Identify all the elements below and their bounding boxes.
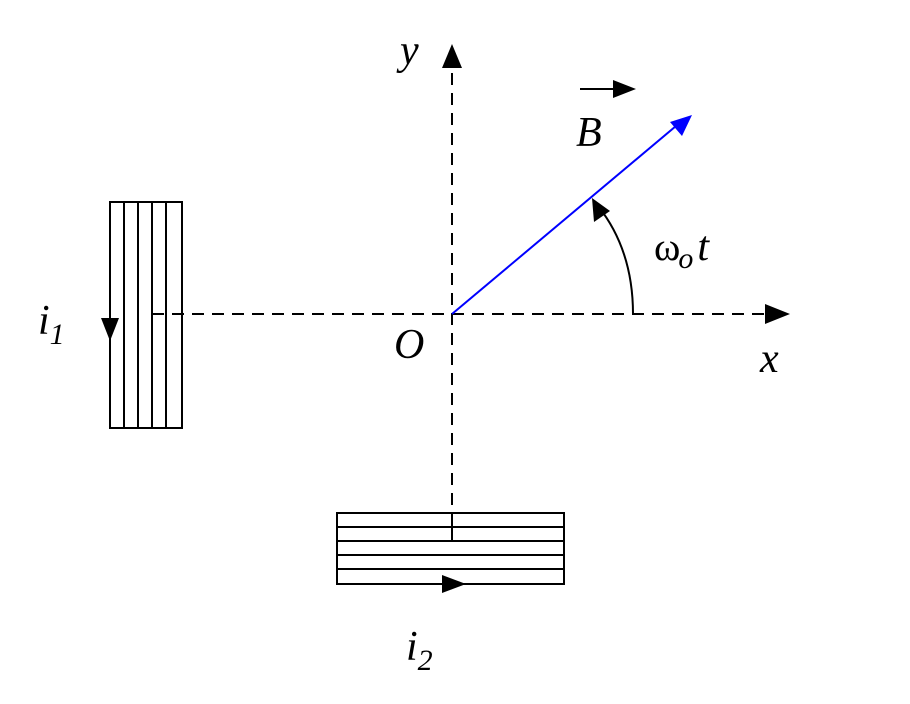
y-axis-label: y: [396, 28, 419, 74]
field-vector-arrowhead: [670, 115, 692, 136]
current-1-symbol: i: [38, 298, 50, 344]
y-axis-arrowhead: [442, 44, 462, 68]
omega-symbol: ω: [654, 224, 680, 269]
current-2-label: i2: [406, 624, 433, 677]
x-axis-label: x: [759, 336, 779, 382]
time-symbol: t: [697, 224, 710, 270]
field-vector-line: [451, 125, 677, 315]
current-1-label: i1: [38, 298, 65, 351]
current-2-arrow: [442, 575, 466, 593]
coil-1: [109, 201, 183, 429]
angle-label: ωot: [654, 224, 710, 275]
current-1-arrow: [101, 318, 119, 341]
x-axis-arrowhead: [765, 304, 790, 324]
omega-subscript: o: [678, 242, 693, 275]
vector-bar-arrowhead: [613, 80, 636, 98]
field-label: B: [576, 110, 602, 156]
current-2-symbol: i: [406, 624, 418, 670]
angle-arc-arrowhead: [592, 198, 610, 222]
origin-label: O: [394, 322, 424, 368]
current-1-subscript: 1: [50, 318, 65, 351]
angle-arc: [597, 205, 634, 315]
coil-2: [336, 512, 565, 585]
current-2-subscript: 2: [418, 644, 433, 677]
